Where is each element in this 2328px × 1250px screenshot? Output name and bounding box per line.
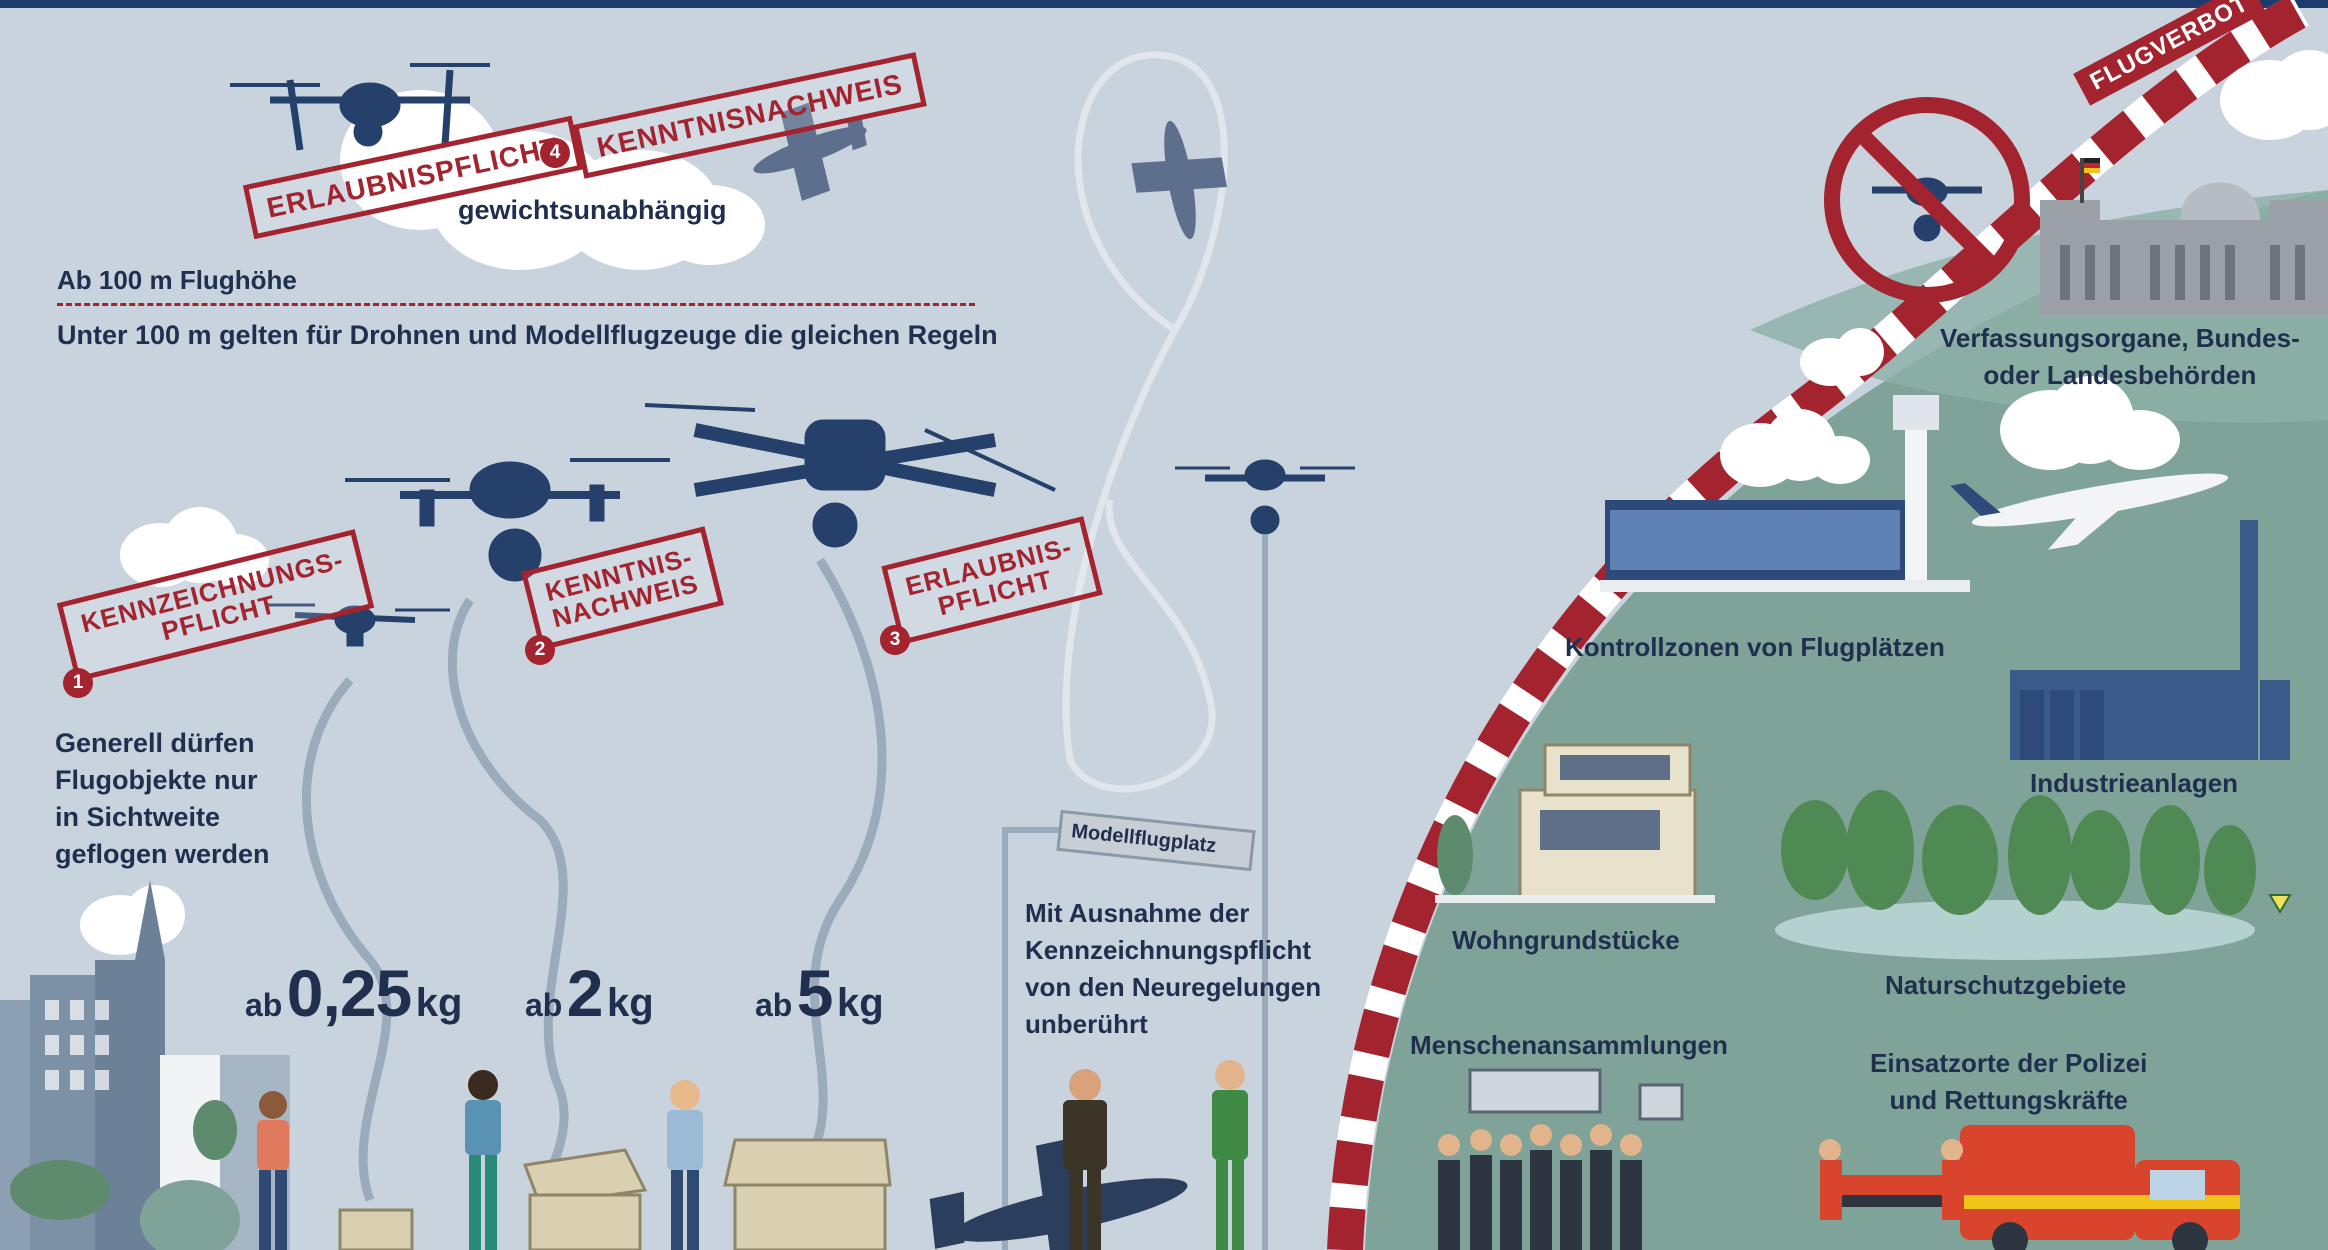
altitude-dashed-line xyxy=(57,303,975,306)
zone-einsatzorte: Einsatzorte der Polizei und Rettungskräf… xyxy=(1870,1048,2148,1115)
reichstag xyxy=(2040,158,2328,315)
stamp-number-3: 3 xyxy=(880,625,910,655)
weight-independent-note: gewichtsunabhängig xyxy=(458,195,727,225)
altitude-rule-text: Unter 100 m gelten für Drohnen und Model… xyxy=(57,320,998,350)
drone-trails xyxy=(301,557,887,1250)
stamp-number-2: 2 xyxy=(525,635,555,665)
zone-industrieanlagen: Industrieanlagen xyxy=(2030,768,2239,798)
lamp-post xyxy=(1002,827,1060,1250)
no-fly-sign xyxy=(1824,97,2030,303)
weight-prefix: ab xyxy=(525,987,563,1023)
residence xyxy=(1435,743,1715,903)
top-border xyxy=(0,0,2328,8)
pilots xyxy=(257,1060,1248,1250)
zone-menschenansammlungen: Menschenansammlungen xyxy=(1410,1030,1728,1060)
weight-value: 2 xyxy=(566,956,604,1030)
weight-unit: kg xyxy=(836,981,884,1025)
weight-class-2: ab 2 kg xyxy=(525,955,654,1031)
airport xyxy=(1600,395,2229,592)
crowd xyxy=(1438,1068,1684,1250)
weight-class-3: ab 5 kg xyxy=(755,955,884,1031)
model-airplanes xyxy=(753,102,1227,1250)
weight-prefix: ab xyxy=(755,987,793,1023)
industry xyxy=(2010,520,2290,760)
line-of-sight-text: Generell dürfen Flugobjekte nur in Sicht… xyxy=(55,728,270,869)
ambulance xyxy=(1819,1125,2240,1250)
boxes xyxy=(338,1138,892,1250)
weight-class-1: ab 0,25 kg xyxy=(245,955,462,1031)
zone-naturschutzgebiete: Naturschutzgebiete xyxy=(1885,970,2127,1000)
nature-reserve xyxy=(1775,790,2292,960)
zone-kontrollzonen: Kontrollzonen von Flugplätzen xyxy=(1565,632,1945,662)
weight-unit: kg xyxy=(415,981,463,1025)
city-buildings xyxy=(0,880,290,1250)
weight-prefix: ab xyxy=(245,987,283,1023)
zone-wohngrundstuecke: Wohngrundstücke xyxy=(1452,925,1680,955)
altitude-label: Ab 100 m Flughöhe xyxy=(57,265,297,295)
flight-trails xyxy=(1062,51,1228,793)
weight-unit: kg xyxy=(606,981,654,1025)
modellflugplatz-text: Mit Ausnahme der Kennzeichnungspflicht v… xyxy=(1025,898,1322,1039)
zone-verfassungsorgane: Verfassungsorgane, Bundes- oder Landesbe… xyxy=(1940,323,2300,390)
weight-value: 0,25 xyxy=(286,956,412,1030)
stamp-number-4: 4 xyxy=(540,138,570,168)
weight-value: 5 xyxy=(796,956,834,1030)
drone-pole xyxy=(1262,535,1268,1250)
stamp-number-1: 1 xyxy=(63,668,93,698)
